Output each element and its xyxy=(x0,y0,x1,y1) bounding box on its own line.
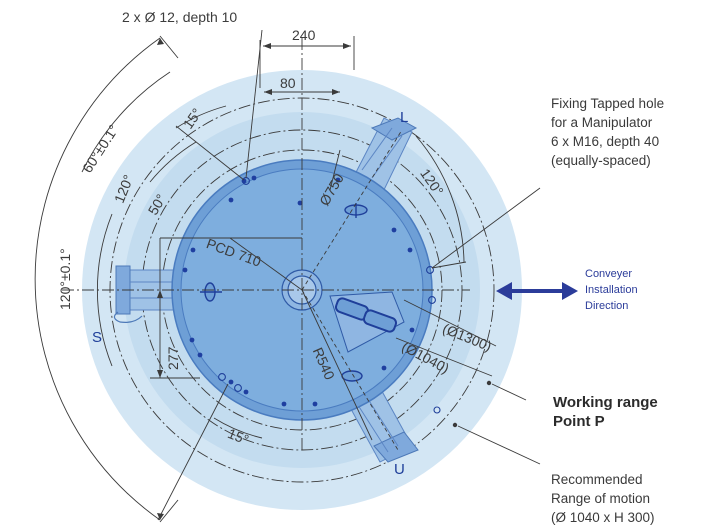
l-axis-line xyxy=(301,129,403,291)
mounting-holes xyxy=(182,175,415,407)
axis-s-label: S xyxy=(92,329,102,346)
ang-60-label: 60°±0.1° xyxy=(79,122,122,176)
tapped-holes xyxy=(218,177,441,414)
recommended-line-3: (Ø 1040 x H 300) xyxy=(551,510,655,525)
recommended-line-1: Recommended xyxy=(551,472,643,487)
working-range-line-2: Point P xyxy=(553,413,605,430)
dim-277-label: 277 xyxy=(165,346,181,370)
fixing-line-1: Fixing Tapped hole xyxy=(551,96,664,111)
top-holes-label: 2 x Ø 12, depth 10 xyxy=(122,9,237,25)
axis-u-label: U xyxy=(394,461,405,478)
conveyer-line-2: Installation xyxy=(585,284,638,296)
recommended-line-2: Range of motion xyxy=(551,491,650,506)
conveyer-line-1: Conveyer xyxy=(585,268,632,280)
fixing-line-3: 6 x M16, depth 40 xyxy=(551,134,659,149)
fixing-line-4: (equally-spaced) xyxy=(551,153,651,168)
dim-240-label: 240 xyxy=(292,27,316,43)
fixing-line-2: for a Manipulator xyxy=(551,115,653,130)
arm-l xyxy=(351,117,418,195)
knob-l xyxy=(344,203,368,218)
knob-s xyxy=(200,282,222,302)
dim-80-label: 80 xyxy=(280,75,296,91)
ang-120-outer-label: 120°±0.1° xyxy=(57,248,73,310)
axis-l-label: L xyxy=(400,109,408,126)
conveyer-line-3: Direction xyxy=(585,300,628,312)
working-range-line-1: Working range xyxy=(553,394,658,411)
ang-15-bottom-label: 15° xyxy=(226,425,252,448)
conveyer-direction-arrow xyxy=(496,282,578,300)
u-axis-line xyxy=(301,289,399,451)
plate-bracket xyxy=(329,291,405,353)
knob-u xyxy=(341,370,363,382)
